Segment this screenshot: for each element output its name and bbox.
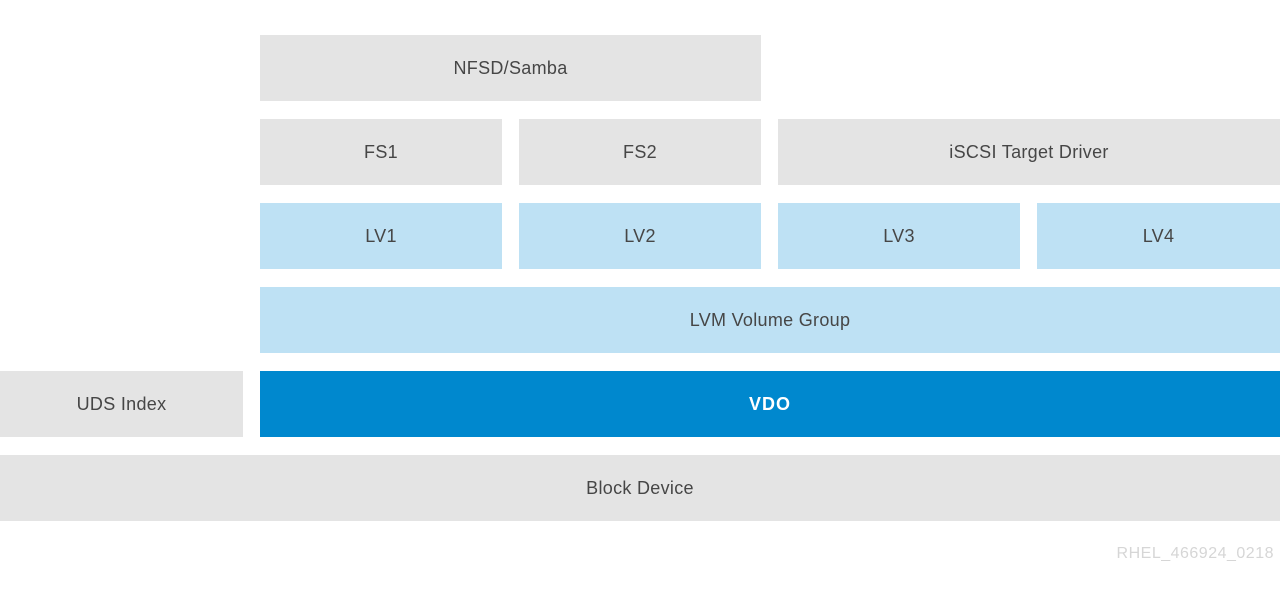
box-lv3-label: LV3 bbox=[883, 225, 915, 246]
box-block-device: Block Device bbox=[0, 455, 1280, 521]
box-iscsi-target-driver: iSCSI Target Driver bbox=[778, 119, 1280, 185]
box-lvm-volume-group: LVM Volume Group bbox=[260, 287, 1280, 353]
box-lv3: LV3 bbox=[778, 203, 1020, 269]
box-uds-index: UDS Index bbox=[0, 371, 243, 437]
box-vdo: VDO bbox=[260, 371, 1280, 437]
box-fs1: FS1 bbox=[260, 119, 502, 185]
box-lv4: LV4 bbox=[1037, 203, 1280, 269]
box-iscsi-target-driver-label: iSCSI Target Driver bbox=[949, 141, 1109, 162]
box-fs2-label: FS2 bbox=[623, 141, 657, 162]
box-lv1: LV1 bbox=[260, 203, 502, 269]
figure-id-watermark: RHEL_466924_0218 bbox=[1116, 545, 1274, 562]
box-lvm-volume-group-label: LVM Volume Group bbox=[689, 309, 851, 330]
box-fs1-label: FS1 bbox=[364, 141, 398, 162]
box-uds-index-label: UDS Index bbox=[76, 393, 167, 414]
box-vdo-label: VDO bbox=[748, 393, 791, 414]
box-fs2: FS2 bbox=[519, 119, 761, 185]
box-nfsd-samba: NFSD/Samba bbox=[260, 35, 761, 101]
box-lv2-label: LV2 bbox=[624, 225, 656, 246]
box-nfsd-samba-label: NFSD/Samba bbox=[453, 57, 568, 78]
box-lv1-label: LV1 bbox=[365, 225, 397, 246]
box-lv2: LV2 bbox=[519, 203, 761, 269]
box-lv4-label: LV4 bbox=[1142, 225, 1175, 246]
box-block-device-label: Block Device bbox=[586, 477, 694, 498]
